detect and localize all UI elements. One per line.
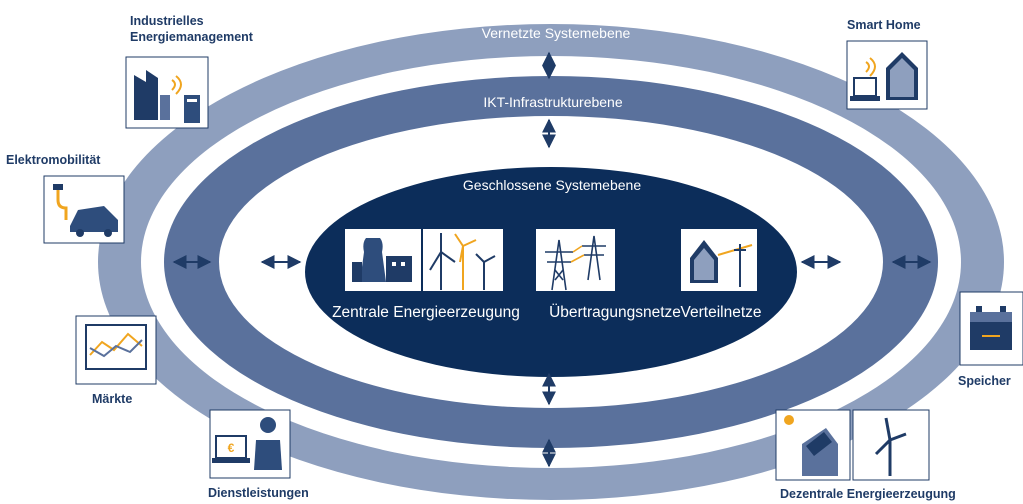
dienstleistungen-label: Dienstleistungen xyxy=(208,486,309,500)
solar-wind-icon xyxy=(775,409,930,481)
outer-ring-title: Vernetzte Systemebene xyxy=(482,25,631,41)
market-chart-icon xyxy=(75,315,157,385)
core-item-label-3: Verteilnetze xyxy=(681,304,762,321)
electric-car-icon xyxy=(43,175,125,244)
speicher-label: Speicher xyxy=(958,374,1011,388)
core-title: Geschlossene Systemebene xyxy=(463,177,641,193)
power-plant-wind-icon xyxy=(345,229,503,291)
smart-home-icon xyxy=(846,40,928,110)
transmission-tower-icon xyxy=(536,229,615,291)
maerkte-label: Märkte xyxy=(92,392,133,406)
industrie-label-line1: Industrielles xyxy=(130,14,204,28)
factory-icon xyxy=(125,56,209,129)
industrie-label-line2: Energiemanagement xyxy=(130,30,253,44)
service-laptop-icon: € xyxy=(209,409,291,479)
svg-text:€: € xyxy=(228,441,235,455)
core-item-label-2: Übertragungsnetze xyxy=(549,303,681,321)
middle-ring-title: IKT-Infrastrukturebene xyxy=(483,94,623,110)
elektromobilitaet-label: Elektromobilität xyxy=(6,153,101,167)
distribution-house-icon xyxy=(681,229,757,291)
battery-icon xyxy=(959,291,1023,366)
core-item-label-1: Zentrale Energieerzeugung xyxy=(332,304,520,321)
smart-home-label: Smart Home xyxy=(847,18,921,32)
dezentral-label: Dezentrale Energieerzeugung xyxy=(780,487,956,501)
